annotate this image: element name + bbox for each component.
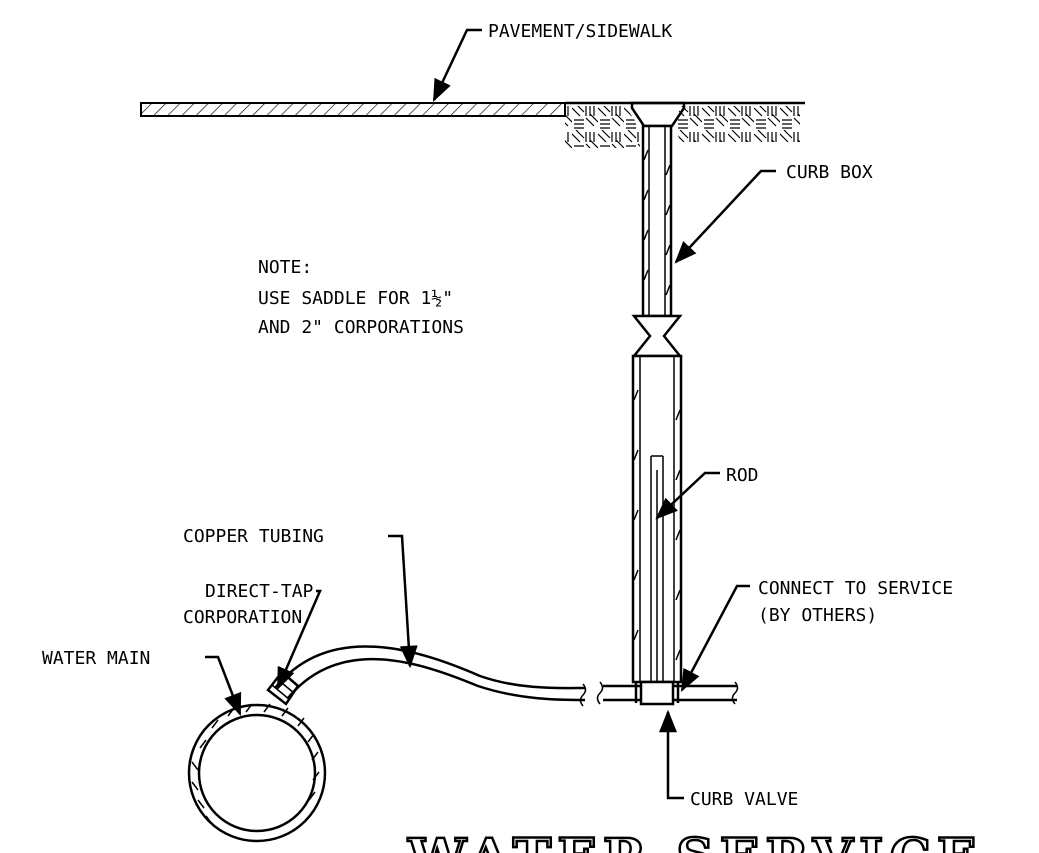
label-copper-tubing: COPPER TUBING	[183, 526, 324, 547]
curb-valve	[634, 680, 680, 706]
curb-box	[630, 101, 686, 684]
service-line-right	[596, 681, 739, 705]
water-main-pipe	[187, 703, 327, 843]
label-water-main: WATER MAIN	[42, 648, 150, 669]
note-title: NOTE:	[258, 257, 312, 278]
note-line-2: AND 2" CORPORATIONS	[258, 317, 464, 338]
label-rod: ROD	[726, 465, 759, 486]
copper-tubing	[274, 645, 587, 707]
label-direct-tap-line-2: CORPORATION	[183, 607, 302, 628]
drawing-title: WATER SERVICE	[407, 828, 982, 853]
label-connect-to-service-line-2: (BY OTHERS)	[758, 605, 877, 626]
label-pavement-sidewalk: PAVEMENT/SIDEWALK	[488, 21, 672, 42]
label-curb-valve: CURB VALVE	[690, 789, 798, 810]
label-direct-tap-line-1: DIRECT-TAP	[205, 581, 314, 602]
leader-lines	[205, 28, 776, 800]
note-line-1: USE SADDLE FOR 1½"	[258, 288, 453, 309]
soil-hatch	[565, 106, 800, 148]
label-curb-box: CURB BOX	[786, 162, 873, 183]
label-connect-to-service-line-1: CONNECT TO SERVICE	[758, 578, 953, 599]
